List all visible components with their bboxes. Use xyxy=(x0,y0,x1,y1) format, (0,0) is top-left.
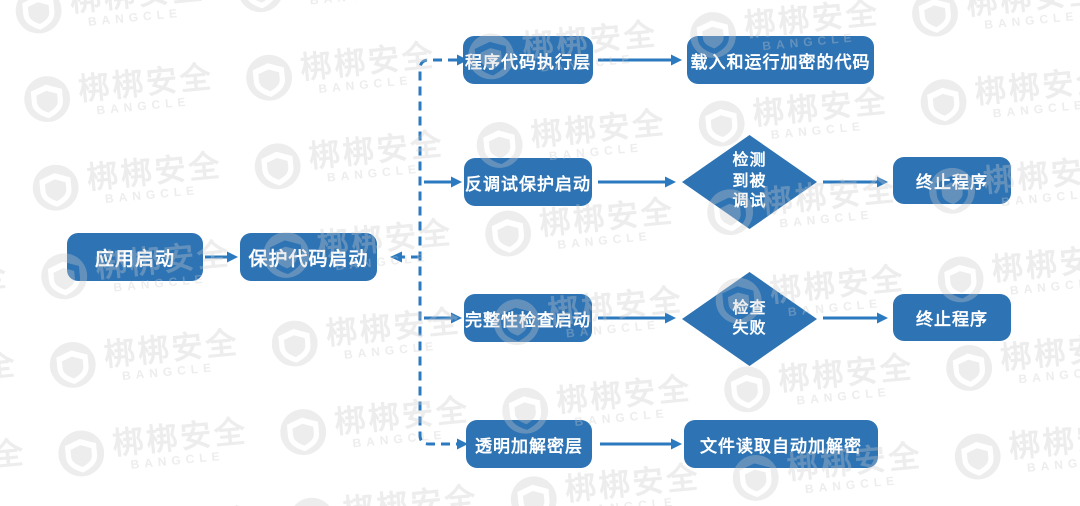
node-anti-debug: 反调试保护启动 xyxy=(464,158,592,206)
arrow-diamond-to-terminate2 xyxy=(823,312,888,324)
node-exec-layer: 程序代码执行层 xyxy=(463,36,593,84)
arrow-integrity-to-diamond xyxy=(598,312,676,324)
arrow-trunk-to-integrity xyxy=(424,312,462,324)
node-load-run: 载入和运行加密的代码 xyxy=(687,36,874,84)
arrow-diamond-to-terminate1 xyxy=(823,176,888,188)
arrow-app-to-protect xyxy=(205,251,238,263)
dashed-arrow-trunk-to-protect xyxy=(390,251,420,263)
node-terminate-2: 终止程序 xyxy=(893,294,1011,341)
node-file-auto-crypto: 文件读取自动加解密 xyxy=(684,420,878,468)
node-terminate-1: 终止程序 xyxy=(893,157,1011,204)
node-protect-start: 保护代码启动 xyxy=(240,233,377,281)
arrow-antidebug-to-diamond xyxy=(598,176,676,188)
node-transparent-crypto: 透明加解密层 xyxy=(466,420,592,468)
arrow-crypto-to-fileauto xyxy=(600,438,682,450)
dashed-branch-trunk xyxy=(418,54,468,450)
node-app-start: 应用启动 xyxy=(67,233,203,281)
node-integrity-check: 完整性检查启动 xyxy=(464,294,592,342)
arrow-exec-to-loadrun xyxy=(598,54,682,66)
arrow-trunk-to-antidebug xyxy=(424,176,462,188)
